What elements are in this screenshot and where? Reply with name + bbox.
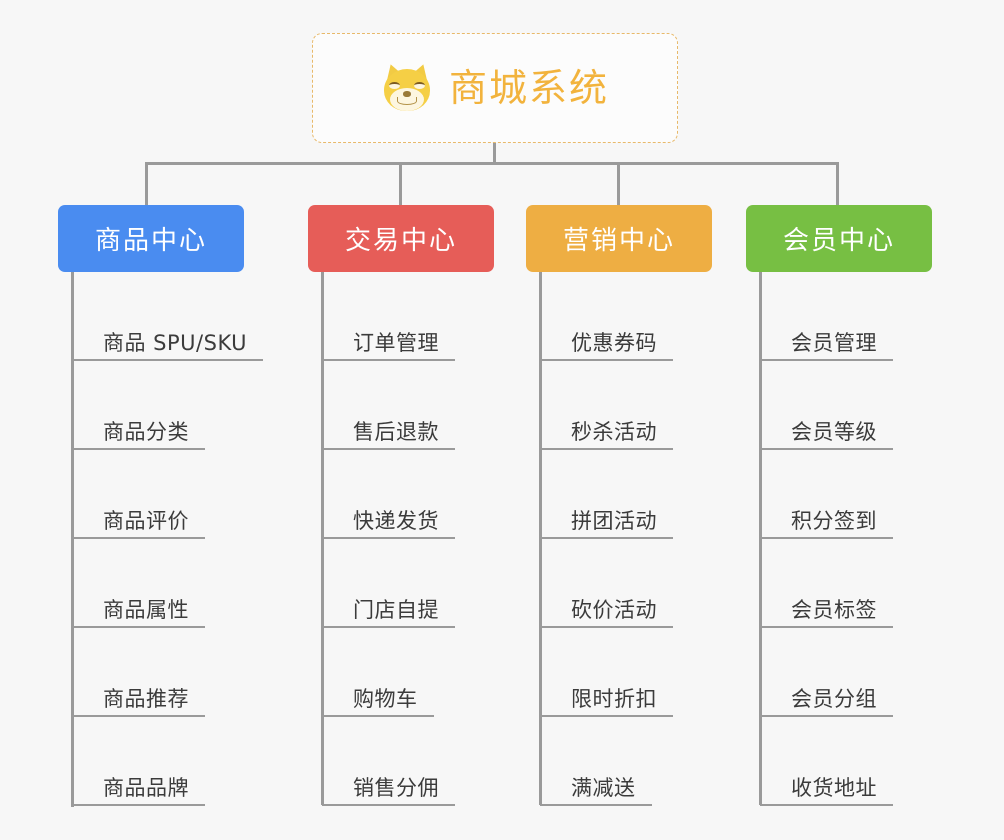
leaf-underline xyxy=(72,626,205,628)
leaf-underline xyxy=(72,804,205,806)
list-item[interactable]: 商品推荐 xyxy=(58,628,278,717)
leaf-list: 商品 SPU/SKU 商品分类 商品评价 商品属性 商品推荐 商品品牌 xyxy=(58,272,278,806)
list-item[interactable]: 订单管理 xyxy=(308,272,528,361)
connector-root-stem xyxy=(493,143,496,164)
connector-horizontal-bus xyxy=(145,162,839,165)
leaf-label: 销售分佣 xyxy=(353,775,439,800)
leaf-label: 积分签到 xyxy=(791,508,877,533)
leaf-underline xyxy=(540,537,673,539)
connector-drop-1 xyxy=(399,162,402,206)
leaf-label: 门店自提 xyxy=(353,597,439,622)
list-item[interactable]: 拼团活动 xyxy=(526,450,746,539)
leaf-label: 优惠券码 xyxy=(571,330,657,355)
leaf-label: 限时折扣 xyxy=(571,686,657,711)
leaf-underline xyxy=(760,537,893,539)
leaf-underline xyxy=(760,359,893,361)
root-node[interactable]: 商城系统 xyxy=(312,33,678,143)
list-item[interactable]: 售后退款 xyxy=(308,361,528,450)
leaf-label: 会员标签 xyxy=(791,597,877,622)
leaf-underline xyxy=(72,537,205,539)
list-item[interactable]: 收货地址 xyxy=(746,717,966,806)
connector-drop-0 xyxy=(145,162,148,206)
leaf-list: 优惠券码 秒杀活动 拼团活动 砍价活动 限时折扣 满减送 xyxy=(526,272,746,806)
list-item[interactable]: 商品品牌 xyxy=(58,717,278,806)
column-marketing-center: 营销中心 优惠券码 秒杀活动 拼团活动 砍价活动 限时折扣 xyxy=(526,205,746,806)
leaf-underline xyxy=(540,626,673,628)
leaf-label: 会员管理 xyxy=(791,330,877,355)
connector-drop-3 xyxy=(836,162,839,206)
list-item[interactable]: 满减送 xyxy=(526,717,746,806)
leaf-underline xyxy=(760,626,893,628)
leaf-list: 会员管理 会员等级 积分签到 会员标签 会员分组 收货地址 xyxy=(746,272,966,806)
leaf-label: 商品评价 xyxy=(103,508,189,533)
leaf-label: 收货地址 xyxy=(791,775,877,800)
leaf-underline xyxy=(540,804,652,806)
column-spine xyxy=(71,272,74,807)
column-header-marketing-center[interactable]: 营销中心 xyxy=(526,205,712,272)
leaf-label: 商品推荐 xyxy=(103,686,189,711)
leaf-underline xyxy=(540,448,673,450)
list-item[interactable]: 商品 SPU/SKU xyxy=(58,272,278,361)
leaf-underline xyxy=(72,359,263,361)
leaf-underline xyxy=(322,804,455,806)
leaf-label: 商品 SPU/SKU xyxy=(103,330,248,355)
leaf-label: 砍价活动 xyxy=(571,597,657,622)
leaf-underline xyxy=(540,715,673,717)
column-trade-center: 交易中心 订单管理 售后退款 快递发货 门店自提 购物车 xyxy=(308,205,528,806)
list-item[interactable]: 快递发货 xyxy=(308,450,528,539)
list-item[interactable]: 商品分类 xyxy=(58,361,278,450)
leaf-underline xyxy=(72,448,205,450)
leaf-underline xyxy=(72,715,205,717)
leaf-underline xyxy=(322,448,455,450)
list-item[interactable]: 会员分组 xyxy=(746,628,966,717)
leaf-underline xyxy=(322,715,434,717)
leaf-underline xyxy=(322,537,455,539)
list-item[interactable]: 商品评价 xyxy=(58,450,278,539)
shiba-dog-face-icon xyxy=(381,61,433,114)
list-item[interactable]: 优惠券码 xyxy=(526,272,746,361)
list-item[interactable]: 积分签到 xyxy=(746,450,966,539)
list-item[interactable]: 门店自提 xyxy=(308,539,528,628)
leaf-label: 会员等级 xyxy=(791,419,877,444)
list-item[interactable]: 销售分佣 xyxy=(308,717,528,806)
list-item[interactable]: 会员标签 xyxy=(746,539,966,628)
leaf-underline xyxy=(760,715,893,717)
column-member-center: 会员中心 会员管理 会员等级 积分签到 会员标签 会员分组 xyxy=(746,205,966,806)
connector-drop-2 xyxy=(617,162,620,206)
leaf-label: 购物车 xyxy=(353,686,418,711)
leaf-label: 会员分组 xyxy=(791,686,877,711)
leaf-underline xyxy=(760,448,893,450)
column-product-center: 商品中心 商品 SPU/SKU 商品分类 商品评价 商品属性 商品推荐 xyxy=(58,205,278,807)
leaf-underline xyxy=(322,626,455,628)
list-item[interactable]: 购物车 xyxy=(308,628,528,717)
leaf-label: 商品品牌 xyxy=(103,775,189,800)
root-title: 商城系统 xyxy=(448,66,609,110)
leaf-label: 秒杀活动 xyxy=(571,419,657,444)
leaf-label: 售后退款 xyxy=(353,419,439,444)
leaf-list: 订单管理 售后退款 快递发货 门店自提 购物车 销售分佣 xyxy=(308,272,528,806)
list-item[interactable]: 商品属性 xyxy=(58,539,278,628)
column-header-trade-center[interactable]: 交易中心 xyxy=(308,205,494,272)
leaf-label: 满减送 xyxy=(571,775,636,800)
list-item[interactable]: 会员管理 xyxy=(746,272,966,361)
list-item[interactable]: 砍价活动 xyxy=(526,539,746,628)
leaf-label: 拼团活动 xyxy=(571,508,657,533)
column-header-member-center[interactable]: 会员中心 xyxy=(746,205,932,272)
list-item[interactable]: 秒杀活动 xyxy=(526,361,746,450)
leaf-underline xyxy=(760,804,893,806)
leaf-label: 商品属性 xyxy=(103,597,189,622)
leaf-label: 商品分类 xyxy=(103,419,189,444)
list-item[interactable]: 会员等级 xyxy=(746,361,966,450)
leaf-underline xyxy=(540,359,673,361)
column-header-product-center[interactable]: 商品中心 xyxy=(58,205,244,272)
leaf-underline xyxy=(322,359,455,361)
list-item[interactable]: 限时折扣 xyxy=(526,628,746,717)
leaf-label: 订单管理 xyxy=(353,330,439,355)
leaf-label: 快递发货 xyxy=(353,508,439,533)
